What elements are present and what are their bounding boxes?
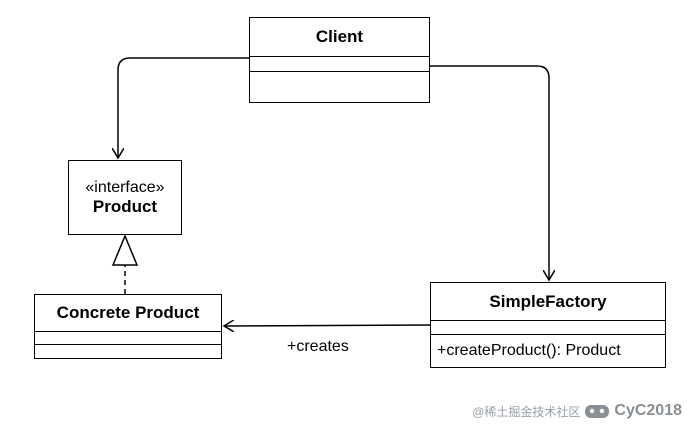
creates-label: +creates (287, 338, 349, 355)
dependency-creates (224, 325, 431, 326)
operation-create-product: +createProduct(): Product (437, 341, 621, 359)
class-simple-factory-operations: +createProduct(): Product (431, 334, 665, 366)
interface-product[interactable]: «interface» Product (68, 160, 182, 235)
class-concrete-product-operations (35, 344, 221, 357)
class-concrete-product[interactable]: Concrete Product (34, 294, 222, 359)
watermark-handle: CyC2018 (614, 402, 682, 419)
class-client-operations (250, 71, 429, 101)
class-client[interactable]: Client (249, 17, 430, 103)
class-simple-factory-attributes (431, 320, 665, 334)
association-client-product (118, 57, 249, 158)
class-simple-factory[interactable]: SimpleFactory +createProduct(): Product (430, 282, 666, 368)
watermark: @稀土掘金技术社区 CyC2018 (472, 402, 682, 420)
class-simple-factory-name: SimpleFactory (489, 291, 607, 311)
interface-product-stereotype: «interface» (85, 178, 165, 196)
realization-arrowhead (111, 234, 139, 266)
class-client-name: Client (315, 27, 364, 46)
association-client-factory (430, 65, 549, 280)
class-concrete-product-attributes (35, 331, 221, 344)
class-client-attributes (250, 56, 429, 71)
class-concrete-product-name: Concrete Product (56, 303, 200, 322)
interface-product-name: Product (92, 196, 158, 216)
watermark-caption: @稀土掘金技术社区 (472, 404, 581, 419)
gamepad-logo-icon (585, 405, 610, 418)
